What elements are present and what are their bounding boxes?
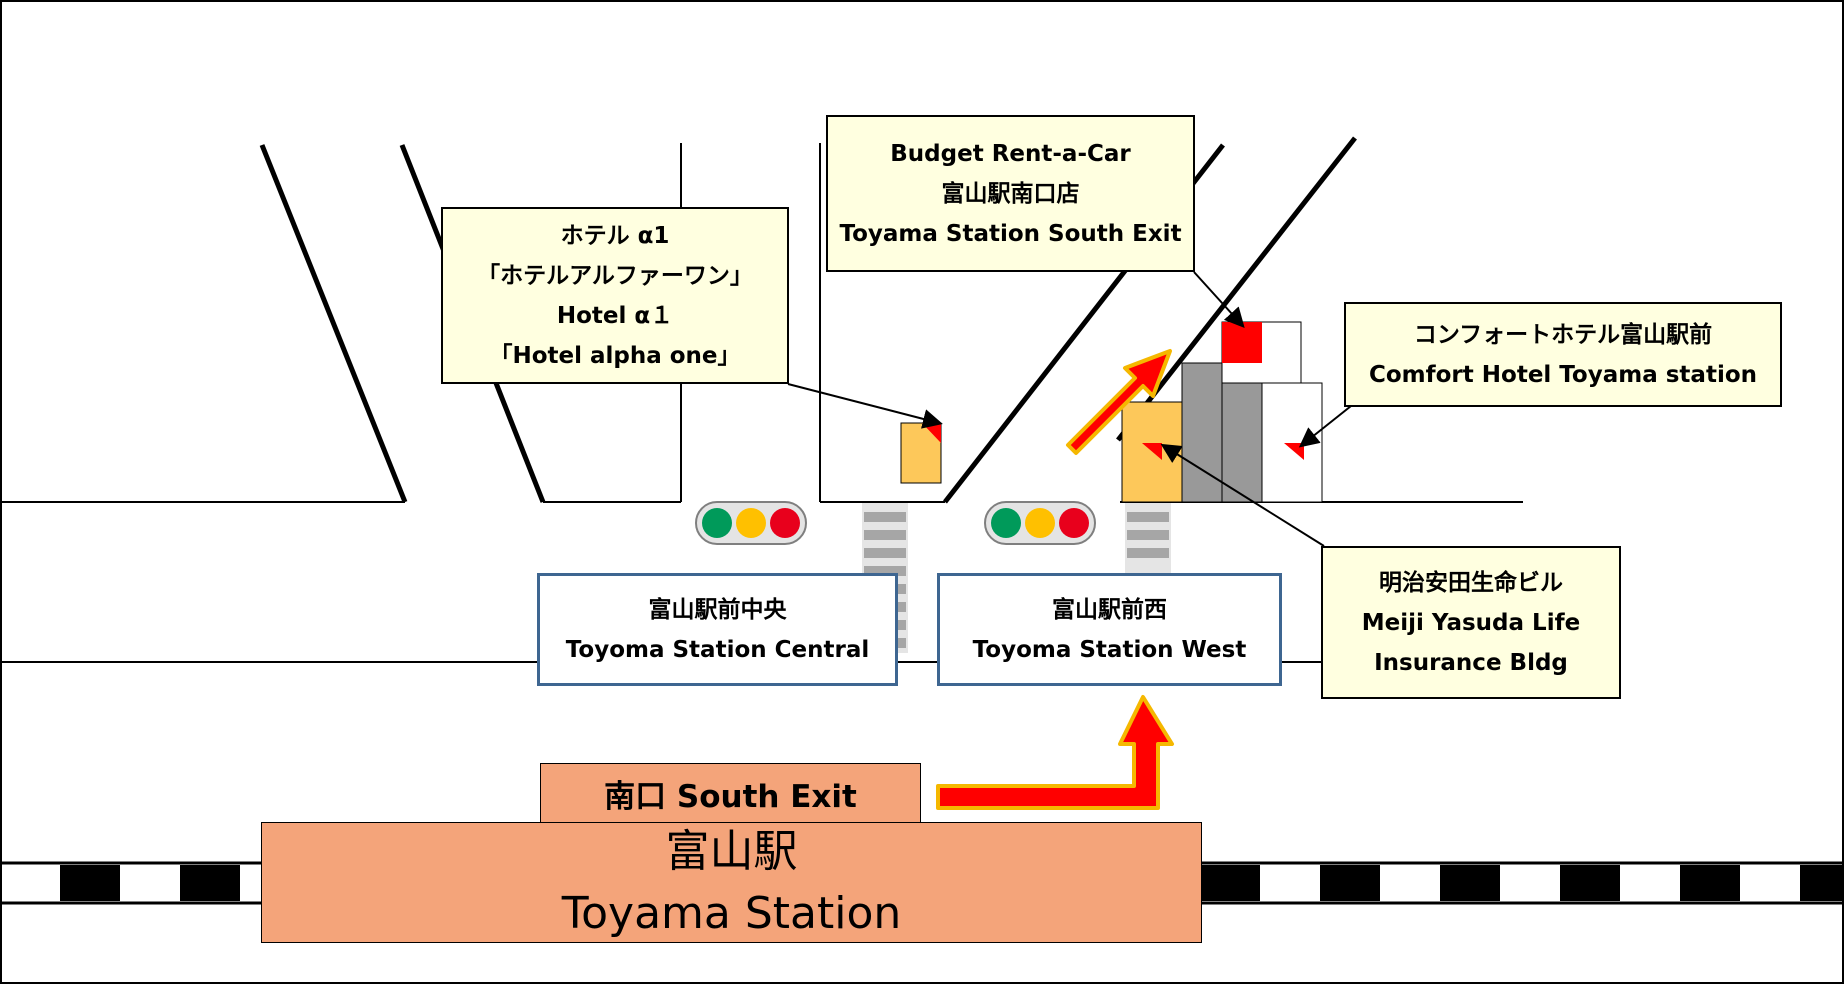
budget-marker-square xyxy=(1222,322,1262,363)
budget-name-en: Budget Rent-a-Car xyxy=(890,140,1131,167)
meiji-yasuda-name-en-2: Insurance Bldg xyxy=(1374,649,1568,676)
crosswalk xyxy=(1125,503,1171,573)
budget-branch-jp: 富山駅南口店 xyxy=(941,180,1080,207)
budget-branch-en: Toyama Station South Exit xyxy=(839,220,1182,247)
meiji-yasuda-name-jp: 明治安田生命ビル xyxy=(1379,569,1563,596)
comfort-hotel-name-jp: コンフォートホテル富山駅前 xyxy=(1413,321,1713,348)
station-name-jp: 富山駅 xyxy=(665,825,798,877)
meiji-yasuda-name-en-1: Meiji Yasuda Life xyxy=(1361,609,1581,636)
station-name-en: Toyama Station xyxy=(561,887,902,939)
gray-building xyxy=(1221,382,1263,503)
hotel-alpha-name-jp: ホテル α1 xyxy=(560,222,670,249)
stop-central-name-jp: 富山駅前中央 xyxy=(648,596,787,623)
traffic-light-icon xyxy=(695,501,807,545)
budget-callout: Budget Rent-a-Car 富山駅南口店 Toyama Station … xyxy=(826,115,1195,272)
south-exit-label: 南口 South Exit xyxy=(540,763,921,823)
comfort-hotel-name-en: Comfort Hotel Toyama station xyxy=(1368,361,1758,388)
toyama-station-building: 富山駅 Toyama Station xyxy=(261,822,1202,943)
comfort-hotel-callout: コンフォートホテル富山駅前 Comfort Hotel Toyama stati… xyxy=(1344,302,1782,407)
stop-west-name-en: Toyoma Station West xyxy=(972,636,1247,663)
stop-west-name-jp: 富山駅前西 xyxy=(1052,596,1167,623)
comfort-hotel-building xyxy=(1261,382,1323,503)
route-arrow xyxy=(936,695,1174,810)
meiji-yasuda-callout: 明治安田生命ビル Meiji Yasuda Life Insurance Bld… xyxy=(1321,546,1621,699)
stop-west: 富山駅前西 Toyoma Station West xyxy=(937,573,1282,686)
route-arrow xyxy=(1066,349,1172,455)
hotel-alpha-building xyxy=(900,422,942,484)
location-marker-icon xyxy=(1142,443,1162,460)
hotel-alpha-callout: ホテル α1 「ホテルアルファーワン」 Hotel α１ 「Hotel alph… xyxy=(441,207,789,384)
gray-building xyxy=(1181,362,1223,503)
hotel-alpha-kana: 「ホテルアルファーワン」 xyxy=(477,262,753,289)
south-exit-text: 南口 South Exit xyxy=(604,778,857,815)
hotel-alpha-name-en: Hotel α１ xyxy=(556,302,674,329)
stop-central-name-en: Toyoma Station Central xyxy=(565,636,870,663)
stop-central: 富山駅前中央 Toyoma Station Central xyxy=(537,573,898,686)
traffic-light-icon xyxy=(984,501,1096,545)
hotel-alpha-reading: 「Hotel alpha one」 xyxy=(489,342,741,369)
leader-lines xyxy=(787,271,1352,547)
